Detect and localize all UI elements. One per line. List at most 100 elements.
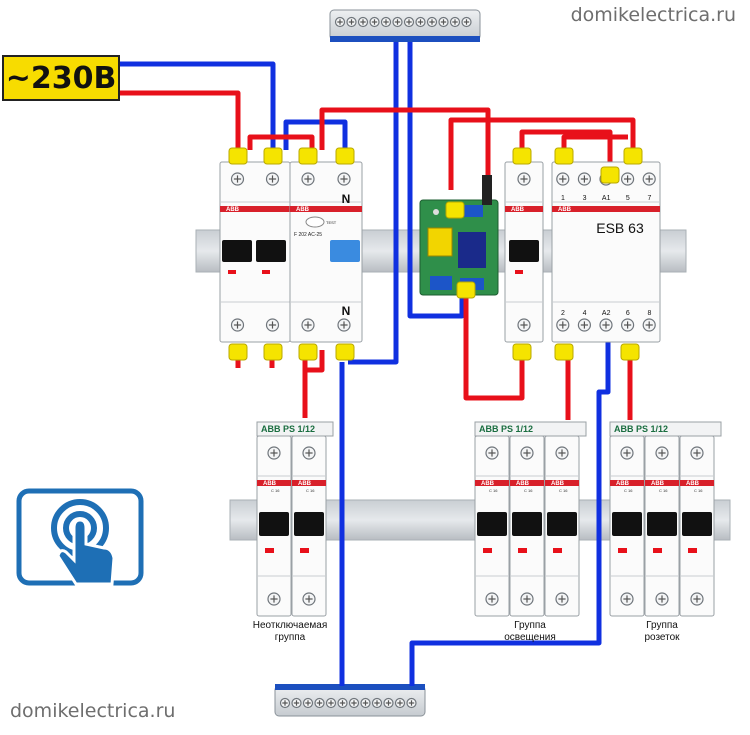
screw-icon [406,697,417,709]
breaker-rating-text: C 16 [271,488,280,493]
screw-icon [485,446,499,460]
terminal-marker [228,147,248,165]
terminal-marker [623,147,643,165]
contactor-terminal-bottom: 6 [625,310,630,317]
screw-icon [415,16,426,28]
screw-icon [556,318,570,332]
screw-icon [230,318,245,332]
terminal-marker [335,343,355,361]
brand-logo: ABB [511,207,525,213]
brand-logo: ABB [298,481,312,487]
contactor-esb63: ABB [551,161,661,343]
screw-icon [520,592,534,606]
watermark-top: domikelectrica.ru [570,4,736,26]
screw-icon [334,16,346,28]
screw-icon [599,318,613,332]
screw-icon [403,16,415,28]
breaker-rating-text: C 16 [524,488,533,493]
contactor-terminal-top: 5 [625,195,630,202]
terminal-marker [554,343,574,361]
screw-icon [302,592,316,606]
screw-icon [642,318,656,332]
terminal-marker [445,201,465,219]
screw-icon [655,592,669,606]
screw-icon [337,697,348,709]
group-label-line1: Неотключаемая [252,620,328,631]
screw-icon [302,697,314,709]
brand-logo: ABB [558,207,572,213]
terminal-marker [512,343,532,361]
brand-logo: ABB [263,481,277,487]
screw-icon [392,16,403,28]
screw-icon [291,697,302,709]
contactor-terminal-top: 3 [582,195,587,202]
busbar-label: ABB PS 1/12 [479,424,534,434]
screw-icon [690,446,704,460]
contactor-terminal-bottom: 8 [647,310,652,317]
screw-icon [655,446,669,460]
breaker-rating-text: C 16 [559,488,568,493]
breaker-rating-text: C 16 [694,488,703,493]
neutral-busbar-top [329,9,481,42]
terminal-marker [554,147,574,165]
screw-icon [302,446,316,460]
screw-icon [520,446,534,460]
brand-logo: ABB [481,481,495,487]
contactor-terminal-top: A1 [601,195,611,202]
brand-logo: ABB [226,207,240,213]
screw-icon [394,697,406,709]
breaker-rating-text: C 16 [624,488,633,493]
contactor-terminal-top: 1 [561,195,565,202]
screw-icon [690,592,704,606]
contactor-terminal-bottom: 2 [561,310,565,317]
screw-icon [267,446,281,460]
group-label-line2: группа [274,632,306,643]
contactor-model: ESB 63 [596,220,644,236]
rcd-model-text: F 202 AC-25 [294,232,322,238]
rcd-terminal-bottom: N [341,304,351,318]
group-label-unswitched: Неотключаемая группа [240,620,340,644]
terminal-marker [228,343,248,361]
breaker-rating-text: C 16 [659,488,668,493]
group-label-sockets: Группа розеток [612,620,712,644]
screw-icon [449,16,461,28]
contactor-terminal-bottom: 4 [582,310,587,317]
screw-icon [346,16,357,28]
touch-control-icon [16,488,144,598]
screw-icon [620,446,634,460]
screw-icon [267,592,281,606]
screw-icon [325,697,337,709]
screw-icon [380,16,392,28]
screw-icon [555,446,569,460]
terminal-marker [600,166,620,184]
terminal-marker [620,343,640,361]
screw-icon [279,697,291,709]
group-label-lighting: Группа освещения [480,620,580,644]
screw-icon [555,592,569,606]
screw-icon [642,172,656,186]
screw-icon [230,172,245,186]
screw-icon [265,318,280,332]
screw-icon [371,697,383,709]
wireless-relay-module [419,175,499,296]
terminal-markers [228,147,643,361]
screw-icon [577,318,592,332]
watermark-bottom: domikelectrica.ru [10,700,176,722]
rcd-test-text: TEST [326,220,337,225]
brand-logo: ABB [551,481,565,487]
terminal-marker [512,147,532,165]
screw-icon [357,16,369,28]
screw-icon [620,592,634,606]
screw-icon [620,172,635,186]
